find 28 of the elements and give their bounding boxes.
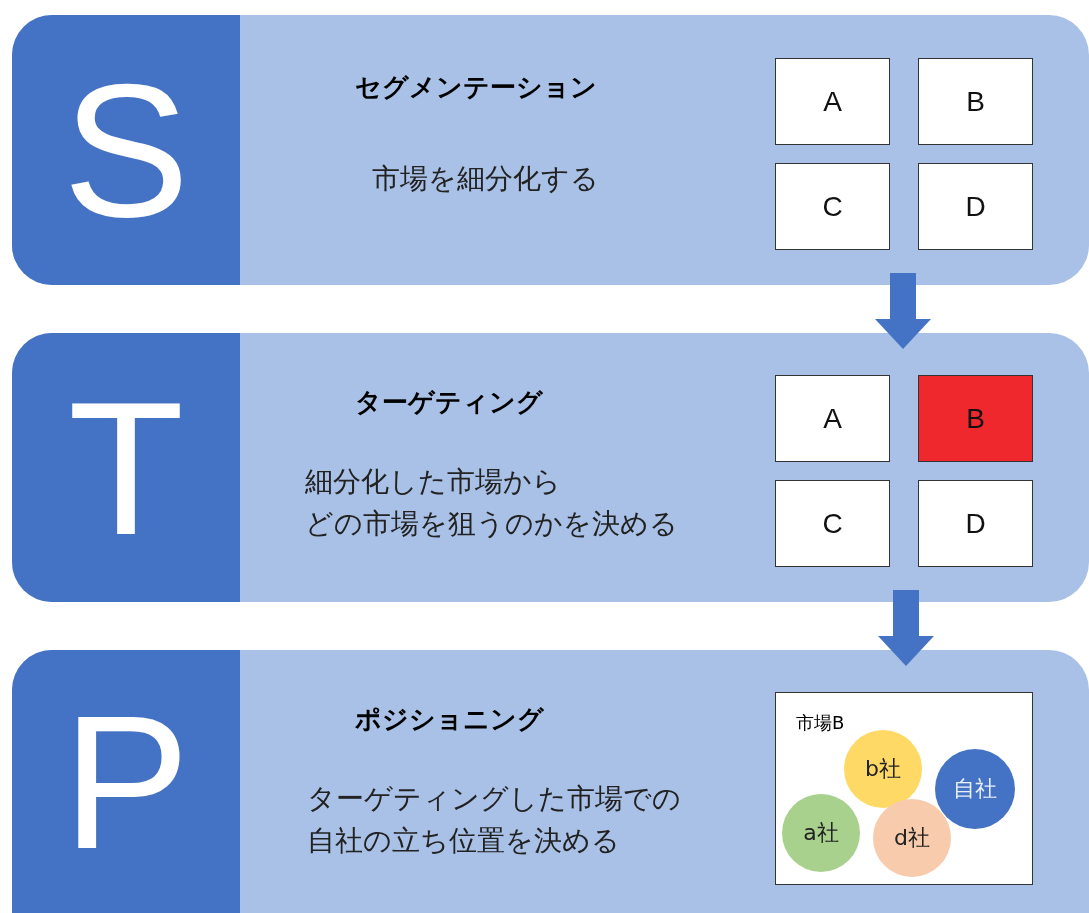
- segment-box: C: [775, 480, 890, 567]
- stage-letter-tab: P: [12, 650, 240, 913]
- stage-description: ターゲティングした市場での自社の立ち位置を決める: [307, 781, 681, 859]
- stage-heading: ターゲティング: [355, 386, 543, 419]
- company-circle: a社: [782, 794, 860, 872]
- company-circle: 自社: [935, 749, 1015, 829]
- segment-box: B: [918, 58, 1033, 145]
- stage-letter-tab: T: [12, 333, 240, 602]
- stage-band: [12, 333, 1089, 602]
- segment-box: A: [775, 375, 890, 462]
- flow-arrow: [878, 590, 934, 666]
- stage-band: [12, 15, 1089, 285]
- stage-heading: セグメンテーション: [355, 71, 597, 104]
- market-label: 市場B: [796, 711, 845, 735]
- stage-description: 市場を細分化する: [372, 161, 599, 197]
- segment-box: B: [918, 375, 1033, 462]
- stage-description: 細分化した市場からどの市場を狙うのかを決める: [305, 464, 678, 542]
- stage-band: [12, 650, 1089, 913]
- segment-box: C: [775, 163, 890, 250]
- segment-box: D: [918, 480, 1033, 567]
- market-map-box: [775, 692, 1033, 885]
- segment-box: D: [918, 163, 1033, 250]
- stage-heading: ポジショニング: [355, 703, 544, 736]
- company-circle: d社: [873, 799, 951, 877]
- flow-arrow: [875, 273, 931, 349]
- stage-letter-tab: S: [12, 15, 240, 285]
- company-circle: b社: [844, 730, 922, 808]
- segment-box: A: [775, 58, 890, 145]
